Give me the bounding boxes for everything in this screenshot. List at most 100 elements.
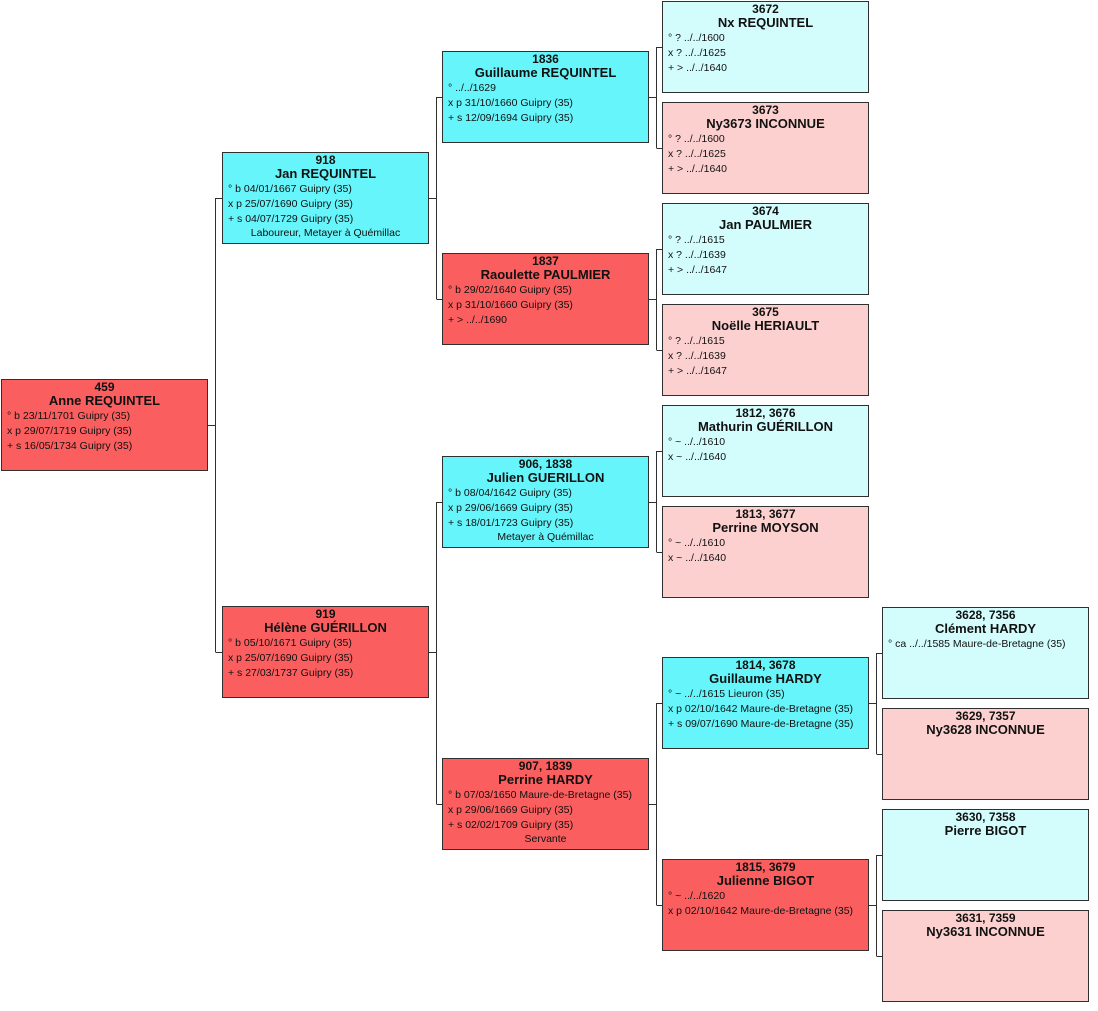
- person-name: Jan REQUINTEL: [274, 166, 377, 181]
- sosa-number: 1813, 3677: [735, 507, 796, 521]
- occupation: Laboureur, Metayer à Quémillac: [250, 227, 401, 239]
- person-name: Ny3673 INCONNUE: [706, 116, 825, 131]
- occupation: Metayer à Quémillac: [497, 531, 594, 543]
- life-event: + > ../../1640: [668, 163, 727, 175]
- sosa-number: 1836: [532, 52, 559, 66]
- person-name: Raoulette PAULMIER: [480, 267, 611, 282]
- life-event: + > ../../1690: [448, 314, 507, 326]
- life-event: ° ~ ../../1620: [668, 890, 726, 902]
- life-event: ° ? ../../1615: [668, 335, 725, 347]
- life-event: + s 02/02/1709 Guipry (35): [448, 819, 574, 831]
- life-event: ° ? ../../1615: [668, 234, 725, 246]
- sosa-number: 1812, 3676: [735, 406, 796, 420]
- person-name: Clément HARDY: [934, 621, 1037, 636]
- sosa-number: 3675: [752, 305, 779, 319]
- life-event: x ~ ../../1640: [668, 552, 727, 564]
- life-event: + s 18/01/1723 Guipry (35): [448, 517, 574, 529]
- life-event: ° ~ ../../1610: [668, 436, 726, 448]
- sosa-number: 1814, 3678: [735, 658, 796, 672]
- life-event: + s 04/07/1729 Guipry (35): [228, 213, 354, 225]
- person-name: Jan PAULMIER: [719, 217, 812, 232]
- life-event: + s 09/07/1690 Maure-de-Bretagne (35): [668, 718, 854, 730]
- life-event: x p 25/07/1690 Guipry (35): [228, 198, 353, 210]
- person-name: Noëlle HERIAULT: [711, 318, 820, 333]
- life-event: + > ../../1647: [668, 264, 727, 276]
- sosa-number: 907, 1839: [518, 759, 573, 773]
- person-name: Anne REQUINTEL: [48, 393, 161, 408]
- person-name: Nx REQUINTEL: [717, 15, 814, 30]
- person-name: Perrine MOYSON: [712, 520, 819, 535]
- life-event: ° b 08/04/1642 Guipry (35): [448, 487, 572, 499]
- life-event: x p 29/06/1669 Guipry (35): [448, 804, 573, 816]
- person-name: Pierre BIGOT: [944, 823, 1027, 838]
- life-event: + s 27/03/1737 Guipry (35): [228, 667, 354, 679]
- person-name: Mathurin GUÉRILLON: [697, 419, 834, 434]
- life-event: x p 25/07/1690 Guipry (35): [228, 652, 353, 664]
- person-name: Julien GUERILLON: [486, 470, 605, 485]
- life-event: ° ? ../../1600: [668, 133, 725, 145]
- sosa-number: 459: [94, 380, 115, 394]
- life-event: + s 16/05/1734 Guipry (35): [7, 440, 133, 452]
- sosa-number: 3629, 7357: [955, 709, 1016, 723]
- life-event: ° ../../1629: [448, 82, 496, 94]
- life-event: ° ca ../../1585 Maure-de-Bretagne (35): [888, 638, 1066, 650]
- life-event: x p 31/10/1660 Guipry (35): [448, 299, 573, 311]
- life-event: + s 12/09/1694 Guipry (35): [448, 112, 574, 124]
- life-event: ° b 23/11/1701 Guipry (35): [7, 410, 131, 422]
- life-event: ° b 05/10/1671 Guipry (35): [228, 637, 352, 649]
- life-event: x ? ../../1639: [668, 249, 726, 261]
- sosa-number: 3630, 7358: [955, 810, 1016, 824]
- life-event: x p 02/10/1642 Maure-de-Bretagne (35): [668, 905, 854, 917]
- life-event: x ? ../../1639: [668, 350, 726, 362]
- person-name: Ny3628 INCONNUE: [926, 722, 1045, 737]
- life-event: x ? ../../1625: [668, 47, 726, 59]
- life-event: x ? ../../1625: [668, 148, 726, 160]
- life-event: + > ../../1647: [668, 365, 727, 377]
- sosa-number: 1815, 3679: [735, 860, 796, 874]
- life-event: x p 31/10/1660 Guipry (35): [448, 97, 573, 109]
- sosa-number: 919: [315, 607, 336, 621]
- life-event: ° b 29/02/1640 Guipry (35): [448, 284, 572, 296]
- person-name: Guillaume REQUINTEL: [474, 65, 617, 80]
- sosa-number: 3674: [752, 204, 779, 218]
- life-event: ° ~ ../../1615 Lieuron (35): [668, 688, 785, 700]
- life-event: ° b 04/01/1667 Guipry (35): [228, 183, 352, 195]
- person-name: Ny3631 INCONNUE: [926, 924, 1045, 939]
- life-event: x ~ ../../1640: [668, 451, 727, 463]
- sosa-number: 3672: [752, 2, 779, 16]
- life-event: x p 29/07/1719 Guipry (35): [7, 425, 132, 437]
- person-name: Julienne BIGOT: [716, 873, 815, 888]
- life-event: x p 29/06/1669 Guipry (35): [448, 502, 573, 514]
- life-event: ° ~ ../../1610: [668, 537, 726, 549]
- occupation: Servante: [524, 833, 567, 845]
- sosa-number: 3673: [752, 103, 779, 117]
- sosa-number: 1837: [532, 254, 559, 268]
- life-event: ° b 07/03/1650 Maure-de-Bretagne (35): [448, 789, 632, 801]
- person-name: Perrine HARDY: [498, 772, 593, 787]
- sosa-number: 918: [315, 153, 336, 167]
- life-event: + > ../../1640: [668, 62, 727, 74]
- life-event: ° ? ../../1600: [668, 32, 725, 44]
- life-event: x p 02/10/1642 Maure-de-Bretagne (35): [668, 703, 854, 715]
- person-name: Guillaume HARDY: [709, 671, 822, 686]
- person-name: Hélène GUÉRILLON: [264, 620, 387, 635]
